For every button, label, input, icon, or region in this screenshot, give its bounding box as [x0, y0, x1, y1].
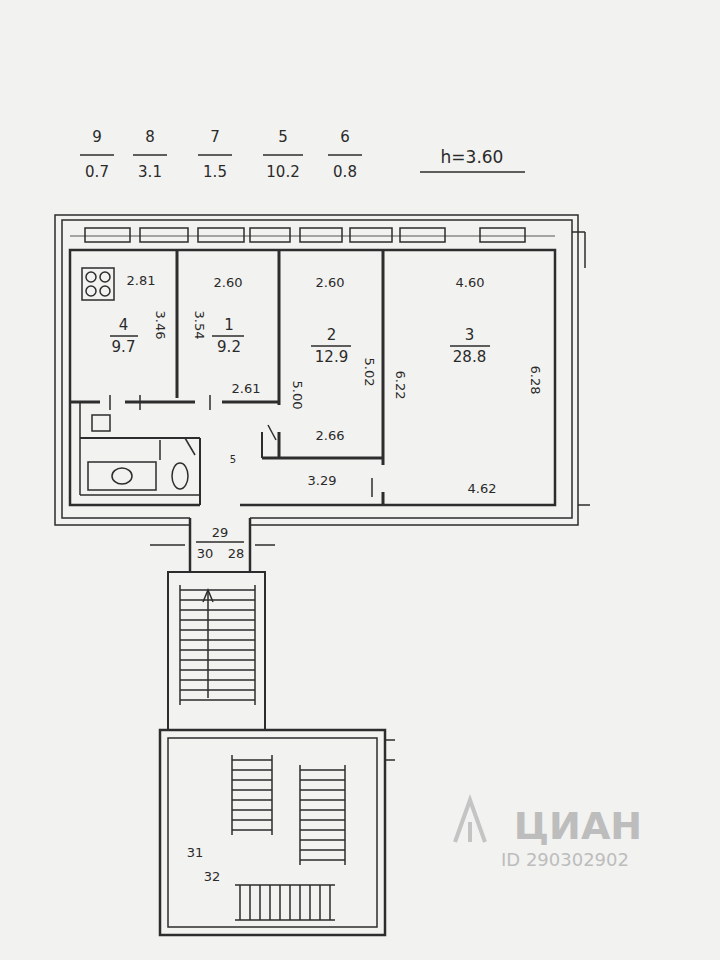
legend-number: 7 — [210, 130, 220, 145]
dimension: 5.02 — [363, 358, 376, 387]
legend-area: 1.5 — [203, 165, 227, 180]
dimension: 2.60 — [214, 276, 243, 289]
dimension: 6.28 — [529, 366, 542, 395]
room-number: 4 — [119, 318, 129, 333]
legend-area: 10.2 — [266, 165, 299, 180]
legend-number: 5 — [278, 130, 288, 145]
ceiling-height: h=3.60 — [441, 149, 504, 166]
callout-number: 31 — [187, 846, 204, 859]
callout-number: 30 — [197, 547, 214, 560]
dimension: 6.22 — [394, 371, 407, 400]
legend-area: 3.1 — [138, 165, 162, 180]
legend-area: 0.7 — [85, 165, 109, 180]
callout-number: 28 — [228, 547, 245, 560]
dimension: 3.29 — [308, 474, 337, 487]
room-area: 9.7 — [112, 340, 136, 355]
room-number: 2 — [327, 328, 337, 343]
dimension: 2.61 — [232, 382, 261, 395]
dimension: 4.62 — [468, 482, 497, 495]
dimension: 2.81 — [127, 274, 156, 287]
room-area: 12.9 — [315, 350, 348, 365]
callout-number: 32 — [204, 870, 221, 883]
legend-number: 8 — [145, 130, 155, 145]
room-number: 3 — [465, 328, 475, 343]
room-area: 28.8 — [453, 350, 486, 365]
room-number: 1 — [224, 318, 234, 333]
callout-number: 29 — [212, 526, 229, 539]
legend-number: 6 — [340, 130, 350, 145]
legend-area: 0.8 — [333, 165, 357, 180]
dimension: 4.60 — [456, 276, 485, 289]
watermark-id: ID 290302902 — [501, 851, 629, 869]
watermark: ЦИАН — [514, 807, 642, 845]
room-number: 5 — [230, 455, 236, 465]
dimension: 2.66 — [316, 429, 345, 442]
dimension: 5.00 — [291, 381, 304, 410]
dimension: 3.54 — [193, 311, 206, 340]
room-area: 9.2 — [217, 340, 241, 355]
dimension: 2.60 — [316, 276, 345, 289]
legend-number: 9 — [92, 130, 102, 145]
dimension: 3.46 — [154, 311, 167, 340]
